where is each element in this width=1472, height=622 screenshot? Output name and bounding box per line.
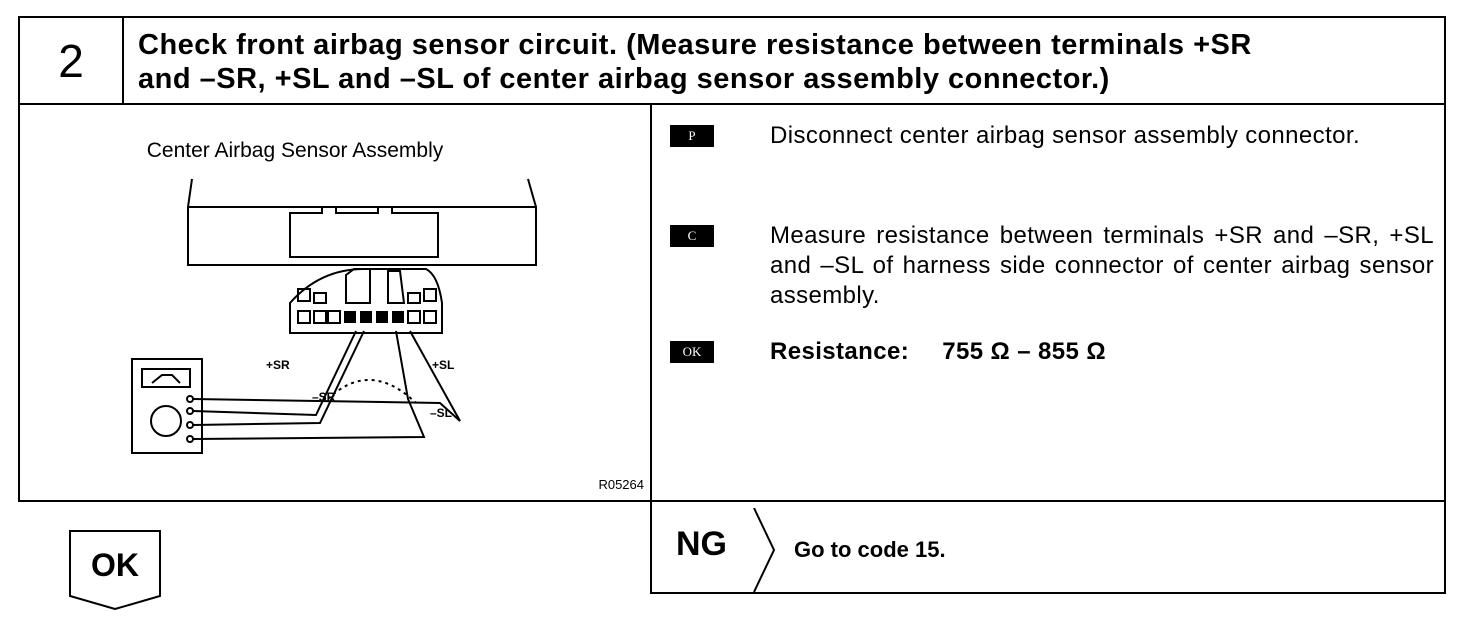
ok-result: OK — [69, 530, 161, 611]
instruction-text: Measure resistance between terminals +SR… — [770, 222, 1434, 309]
badge-ok-icon: OK — [670, 341, 714, 363]
label-plus-sl: +SL — [432, 358, 454, 372]
label-plus-sr: +SR — [266, 358, 290, 372]
diagram-title: Center Airbag Sensor Assembly — [146, 139, 444, 162]
ng-result: NG Go to code 15. — [650, 502, 1446, 594]
diagram-panel: Center Airbag Sensor Assembly — [20, 103, 652, 500]
label-minus-sr: –SR — [312, 390, 336, 404]
spec-line: Resistance: 755 Ω – 855 Ω — [770, 337, 1434, 367]
spec-label: Resistance: — [770, 338, 910, 365]
step-number: 2 — [20, 18, 124, 103]
step-body: Center Airbag Sensor Assembly — [18, 103, 1446, 502]
connector-diagram: +SR –SR +SL –SL — [131, 178, 537, 454]
spec-value: 755 Ω – 855 Ω — [942, 338, 1107, 365]
figure-code: R05264 — [598, 477, 644, 492]
step-header: 2 Check front airbag sensor circuit. (Me… — [18, 16, 1446, 105]
ng-action: Go to code 15. — [794, 537, 946, 562]
step-title: Check front airbag sensor circuit. (Meas… — [138, 28, 1434, 96]
step-title-line1: Check front airbag sensor circuit. (Meas… — [138, 29, 1252, 61]
ng-label: NG — [676, 525, 727, 563]
badge-p-icon: P — [670, 125, 714, 147]
ok-arrow-icon — [69, 530, 161, 611]
ok-label: OK — [91, 547, 139, 583]
label-minus-sl: –SL — [430, 406, 452, 420]
badge-c-icon: C — [670, 225, 714, 247]
step-title-line2: and –SR, +SL and –SL of center airbag se… — [138, 63, 1110, 95]
chevron-right-icon — [753, 508, 776, 592]
instruction-text: Disconnect center airbag sensor assembly… — [770, 122, 1361, 149]
instructions-panel: P Disconnect center airbag sensor assemb… — [652, 103, 1446, 500]
